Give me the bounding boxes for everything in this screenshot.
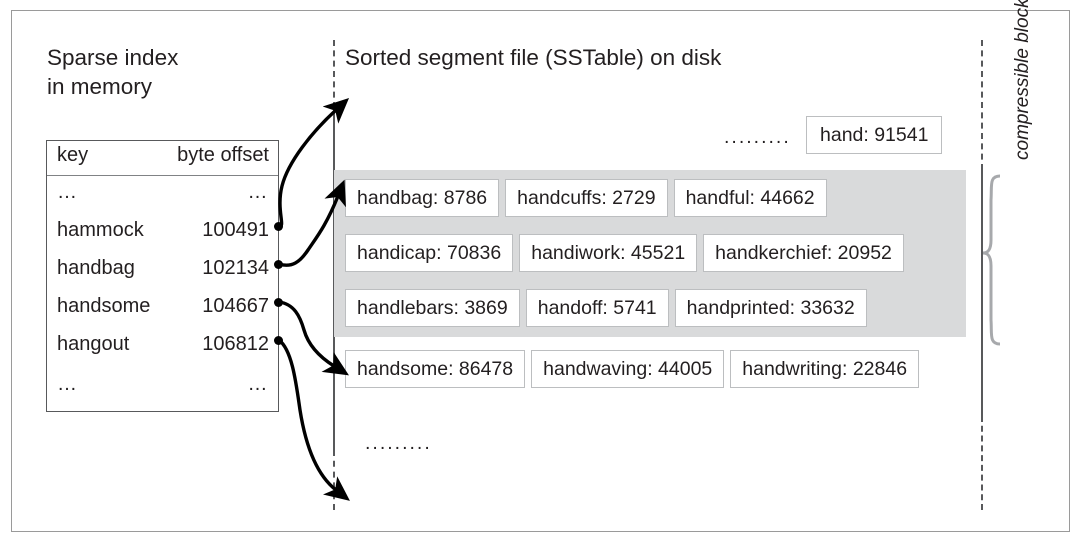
- row-offset: …: [247, 181, 269, 203]
- column-header-byte-offset: byte offset: [177, 144, 269, 166]
- sstable-entry: handwriting: 22846: [730, 350, 920, 388]
- connector-dot-handsome: [274, 298, 283, 307]
- sstable-entry: handkerchief: 20952: [703, 234, 904, 272]
- row-offset: 102134: [202, 257, 269, 279]
- table-header-row: key byte offset: [47, 141, 278, 176]
- row-offset: …: [247, 373, 269, 395]
- row-key: handsome: [57, 295, 151, 317]
- row-offset: 106812: [202, 333, 269, 355]
- row-offset: 100491: [202, 219, 269, 241]
- right-guide-line-bottom: [981, 416, 983, 510]
- leading-ellipsis: .........: [724, 126, 791, 148]
- row-key: …: [57, 181, 79, 203]
- table-row: hangout 106812: [47, 333, 278, 371]
- row-key: …: [57, 373, 79, 395]
- sstable-entry: handful: 44662: [673, 179, 827, 217]
- sstable-title: Sorted segment file (SSTable) on disk: [345, 45, 722, 70]
- sstable-entry: handicap: 70836: [345, 234, 514, 272]
- row-key: hammock: [57, 219, 144, 241]
- row-key: handbag: [57, 257, 135, 279]
- sstable-entry: handoff: 5741: [525, 289, 669, 327]
- row-offset: 104667: [202, 295, 269, 317]
- sstable-row: handlebars: 3869 handoff: 5741 handprint…: [345, 289, 867, 327]
- sstable-entry: handbag: 8786: [345, 179, 500, 217]
- right-guide-line-middle: [981, 168, 983, 418]
- table-row: … …: [47, 373, 278, 411]
- sparse-index-title: Sparse index in memory: [47, 45, 179, 99]
- compressible-block-label: compressible block: [1012, 0, 1033, 160]
- sstable-entry: handcuffs: 2729: [505, 179, 668, 217]
- sstable-entry: handlebars: 3869: [345, 289, 520, 327]
- sstable-row: handicap: 70836 handiwork: 45521 handker…: [345, 234, 904, 272]
- row-key: hangout: [57, 333, 130, 355]
- table-row: handbag 102134: [47, 257, 278, 295]
- sstable-row: handsome: 86478 handwaving: 44005 handwr…: [345, 350, 920, 388]
- sstable-entry: handsome: 86478: [345, 350, 526, 388]
- connector-dot-hammock: [274, 222, 283, 231]
- right-guide-line-top: [981, 40, 983, 170]
- table-row: … …: [47, 181, 278, 219]
- left-guide-line-bottom: [333, 450, 335, 510]
- sstable-entry: handwaving: 44005: [531, 350, 725, 388]
- left-guide-line-top: [333, 40, 335, 108]
- table-row: handsome 104667: [47, 295, 278, 333]
- connector-dot-handbag: [274, 260, 283, 269]
- column-header-key: key: [57, 144, 89, 166]
- connector-dot-hangout: [274, 336, 283, 345]
- sstable-entry-hand: hand: 91541: [806, 116, 943, 154]
- sstable-entry: handprinted: 33632: [674, 289, 867, 327]
- sparse-index-table: key byte offset … … hammock 100491 handb…: [46, 140, 279, 412]
- trailing-ellipsis: .........: [365, 432, 432, 454]
- sstable-row: handbag: 8786 handcuffs: 2729 handful: 4…: [345, 179, 827, 217]
- sstable-entry: handiwork: 45521: [519, 234, 698, 272]
- table-row: hammock 100491: [47, 219, 278, 257]
